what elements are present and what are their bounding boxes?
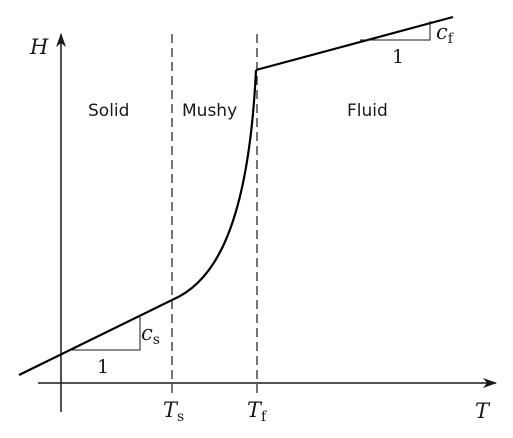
solid-slope-rise-label: cs xyxy=(141,321,160,348)
tick-label-ts: Ts xyxy=(163,398,184,425)
region-label-fluid: Fluid xyxy=(347,101,388,121)
fluid-slope-run-label: 1 xyxy=(392,46,404,68)
y-axis-label: H xyxy=(29,35,49,59)
region-label-mushy: Mushy xyxy=(182,101,237,121)
fluid-slope-triangle xyxy=(360,21,431,41)
fluid-segment xyxy=(255,15,454,72)
solid-slope-triangle xyxy=(69,315,141,351)
fluid-slope-rise-label: cf xyxy=(436,20,455,47)
solid-segment xyxy=(18,299,173,376)
x-axis-label: T xyxy=(475,399,491,423)
tick-label-tf: Tf xyxy=(247,398,268,425)
mushy-segment xyxy=(171,69,258,302)
solid-slope-run-label: 1 xyxy=(97,356,109,378)
region-label-solid: Solid xyxy=(88,101,129,121)
